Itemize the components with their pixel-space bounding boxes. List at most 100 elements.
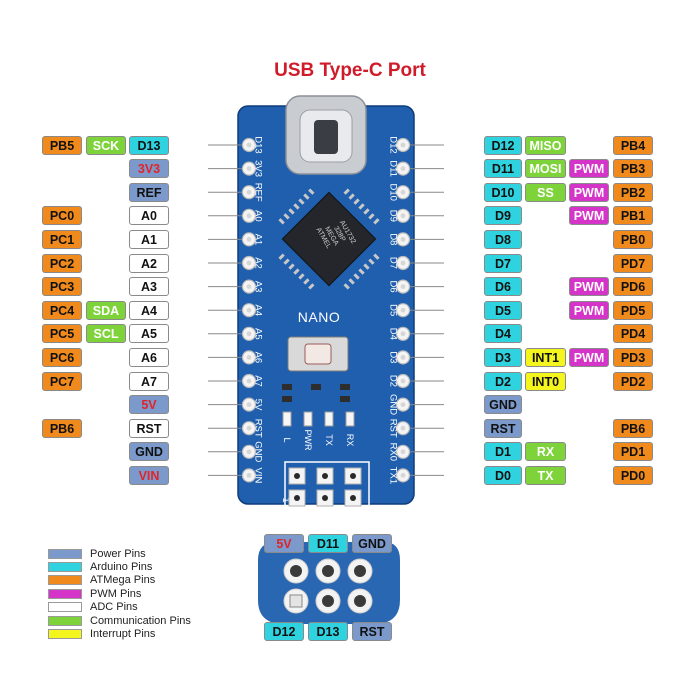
icsp-pin1-marker: 1 (281, 497, 291, 502)
atmega-pin-label: PB5 (42, 135, 82, 155)
chip-lead (293, 203, 300, 210)
icsp-pin-label: D12 (264, 621, 304, 641)
silkscreen-right-label: D8 (388, 233, 399, 245)
comm-pin-label: SCL (86, 324, 126, 344)
header-pin-hole (400, 425, 406, 431)
silkscreen-right-label: D3 (388, 351, 399, 363)
comm-pin-label: RX (525, 442, 566, 462)
silkscreen-right-label: TX1 (388, 467, 399, 484)
diagram-title: USB Type-C Port (274, 60, 426, 81)
board-pin-label: VIN (129, 465, 169, 485)
pwm-pin-label: PWM (569, 182, 609, 202)
atmega-pin-label: PD5 (613, 300, 653, 320)
atmega-pin-label: PD3 (613, 347, 653, 367)
board-pin-label: GND (484, 395, 522, 415)
atmega-pin-label: PB6 (42, 418, 82, 438)
icsp-zoom-hole (354, 595, 366, 607)
led-label: TX (324, 434, 334, 446)
legend-item: Power Pins (48, 547, 191, 560)
atmega-pin-label: PD7 (613, 253, 653, 273)
header-pin-hole (246, 284, 252, 289)
header-pin-hole (246, 331, 252, 337)
board-pin-label: D7 (484, 253, 522, 273)
legend-swatch (48, 548, 82, 559)
pcb-board (238, 106, 414, 504)
header-pin-hole (246, 307, 252, 313)
header-pin-hole (246, 473, 252, 478)
header-pin-hole (246, 402, 252, 407)
interrupt-pin-label: INT1 (525, 347, 566, 367)
chip-lead (298, 198, 305, 205)
board-pin-label: D12 (484, 135, 522, 155)
legend-label: PWM Pins (90, 587, 142, 600)
board-pin-label: A3 (129, 277, 169, 297)
header-pin-hole (246, 237, 252, 242)
header-pin-hole (400, 237, 406, 242)
legend-item: ATMega Pins (48, 574, 191, 587)
icsp-pin-label: RST (352, 621, 392, 641)
atmega-pin-label: PD1 (613, 442, 653, 462)
silkscreen-right-label: RX0 (388, 443, 399, 461)
led-label: PWR (303, 430, 313, 451)
chip-lead (358, 268, 365, 275)
silkscreen-left-label: A3 (253, 281, 264, 293)
icsp-pin-label: D11 (308, 533, 348, 553)
pwm-pin-label: PWM (569, 347, 609, 367)
icsp-pin-label: 5V (264, 533, 304, 553)
legend-item: ADC Pins (48, 601, 191, 614)
board-pin-label: RST (129, 418, 169, 438)
chip-lead (278, 253, 285, 260)
atmega-pin-label: PC3 (42, 277, 82, 297)
silkscreen-left-label: A0 (253, 210, 264, 222)
board-pin-label: A0 (129, 206, 169, 226)
icsp-hole (322, 495, 328, 501)
icsp-pin-label: GND (352, 533, 392, 553)
board-pin-label: A2 (129, 253, 169, 273)
atmega-pin-label: PD4 (613, 324, 653, 344)
silkscreen-right-label: D7 (388, 257, 399, 269)
chip-lead (348, 193, 355, 200)
legend-swatch (48, 562, 82, 573)
header-pin-hole (246, 189, 252, 195)
header-pin-hole (400, 402, 406, 407)
legend-item: PWM Pins (48, 587, 191, 600)
comm-pin-label: TX (525, 465, 566, 485)
header-pin-hole (246, 213, 252, 219)
atmega-pin-label: PB4 (613, 135, 653, 155)
icsp-zoom-hole (354, 565, 366, 577)
chip-lead (303, 278, 310, 285)
chip-lead (303, 193, 310, 200)
board-pin-label: D5 (484, 300, 522, 320)
led-label: RX (345, 434, 355, 447)
legend-label: Power Pins (90, 547, 146, 560)
icsp-hole (350, 473, 356, 479)
silkscreen-left-label: RST (253, 419, 264, 438)
board-pin-label: 3V3 (129, 159, 169, 179)
atmega-pin-label: PC7 (42, 371, 82, 391)
chip-lead (368, 213, 375, 220)
legend-swatch (48, 602, 82, 613)
legend-swatch (48, 615, 82, 626)
legend-swatch (48, 588, 82, 599)
chip-lead (293, 268, 300, 275)
atmega-pin-label: PB1 (613, 206, 653, 226)
usb-c-tongue (314, 120, 338, 154)
chip-lead (373, 253, 380, 260)
board-pin-label: A4 (129, 300, 169, 320)
silkscreen-left-label: D13 (253, 136, 264, 153)
icsp-zoom-hole (322, 595, 334, 607)
board-pin-label: 5V (129, 395, 169, 415)
header-pin-hole (400, 166, 406, 172)
header-pin-hole (400, 307, 406, 313)
reset-button-cap (304, 343, 332, 365)
header-pin-hole (400, 189, 406, 195)
comm-pin-label: SS (525, 182, 566, 202)
led-label: L (282, 437, 292, 442)
silkscreen-right-label: GND (388, 394, 399, 415)
atmega-pin-label: PD6 (613, 277, 653, 297)
chip-lead (343, 188, 350, 195)
legend-item: Communication Pins (48, 614, 191, 627)
atmega-chip (281, 191, 377, 287)
header-pin-hole (400, 355, 406, 360)
